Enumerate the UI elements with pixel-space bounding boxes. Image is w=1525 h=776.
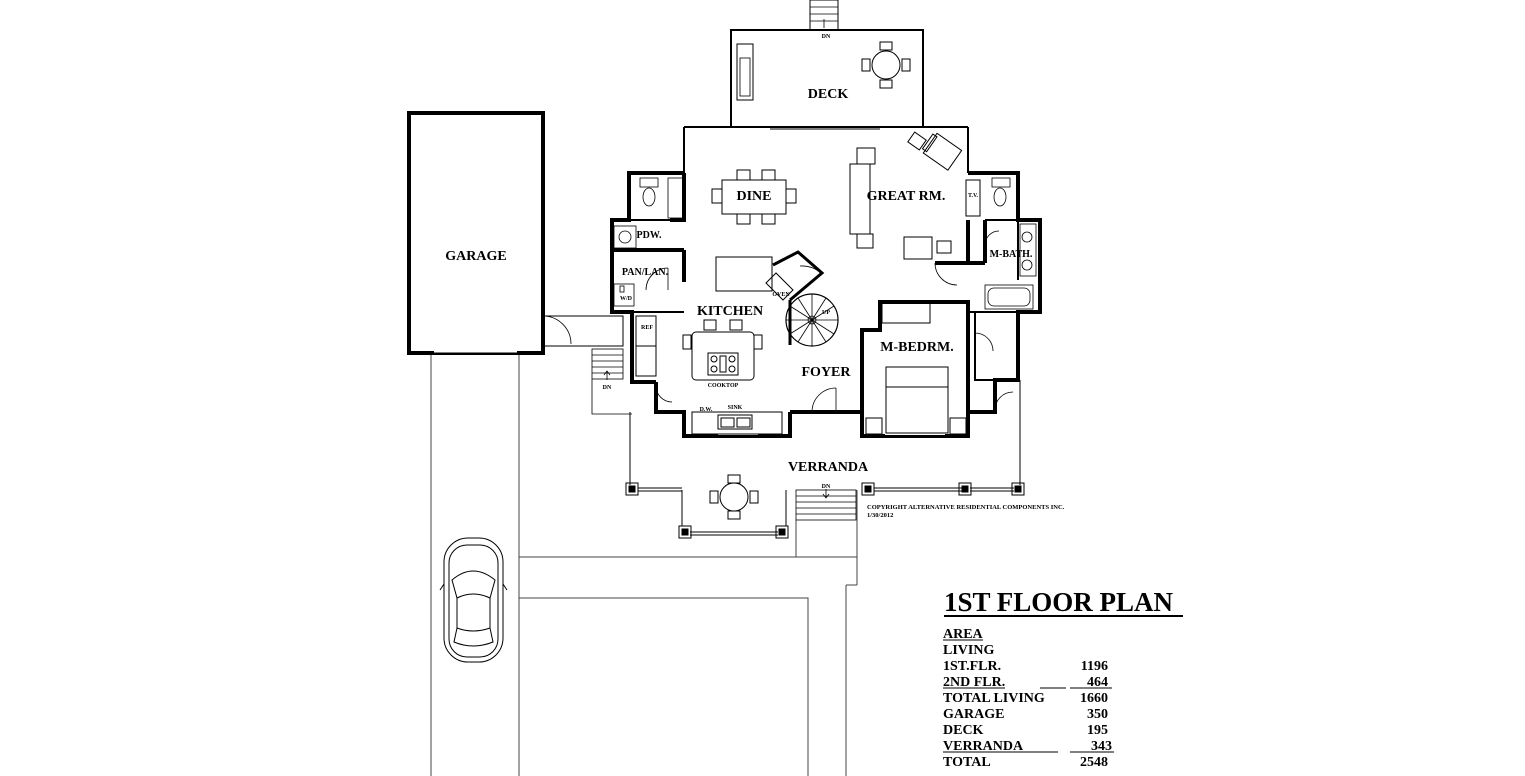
area-row-label: TOTAL LIVING — [943, 691, 1045, 706]
area-row-value: 2548 — [1080, 755, 1108, 770]
stair-up-label: UP — [822, 310, 830, 316]
house-walls — [610, 126, 1042, 438]
great-room-label: GREAT RM. — [867, 189, 946, 204]
verranda-table-icon — [709, 474, 759, 520]
area-row-label: 2ND FLR. — [943, 675, 1005, 690]
area-row-value: 464 — [1087, 675, 1108, 690]
dine-label: DINE — [736, 189, 771, 204]
front-stair-down-label: DN — [822, 484, 831, 490]
area-table-rows: 1ST.FLR. 1196 2ND FLR. 464 TOTAL LIVING … — [943, 659, 1114, 770]
deck-label: DECK — [808, 87, 849, 102]
front-stairs — [795, 489, 857, 521]
washer-dryer-label: W/D — [620, 296, 633, 302]
copyright-date: 1/30/2012 — [867, 512, 893, 519]
great-room-furniture — [849, 131, 981, 260]
area-row-value: 1660 — [1080, 691, 1108, 706]
verranda-structure — [625, 380, 1025, 539]
deck-stair-down-label: DN — [822, 34, 831, 40]
driveway — [430, 353, 858, 776]
area-row-label: TOTAL — [943, 755, 991, 770]
area-row-label: VERRANDA — [943, 739, 1024, 754]
area-subheading: LIVING — [943, 643, 994, 658]
dining-table-icon — [711, 169, 797, 225]
area-row-label: DECK — [943, 723, 984, 738]
area-row-value: 343 — [1091, 739, 1112, 754]
garage-label: GARAGE — [445, 249, 506, 264]
verranda-posts — [625, 482, 1025, 539]
sink-label: SINK — [728, 405, 743, 411]
oven-label: OVEN — [772, 292, 790, 298]
doors — [645, 230, 1014, 413]
garage-structure — [407, 111, 624, 355]
kitchen-fixtures — [635, 256, 794, 435]
area-heading: AREA — [943, 627, 984, 642]
cooktop-label: COOKTOP — [708, 383, 739, 389]
area-row-label: GARAGE — [943, 707, 1004, 722]
master-bath-label: M-BATH. — [990, 249, 1033, 260]
spiral-stair-icon — [785, 265, 839, 347]
area-row-value: 195 — [1087, 723, 1108, 738]
side-stairs — [591, 348, 632, 415]
area-row-value: 1196 — [1081, 659, 1108, 674]
verranda-label: VERRANDA — [788, 460, 869, 475]
car-icon — [439, 537, 508, 663]
master-bath-fixtures — [984, 177, 1037, 310]
copyright-line: COPYRIGHT ALTERNATIVE RESIDENTIAL COMPON… — [867, 504, 1065, 511]
deck-table-icon — [861, 41, 911, 89]
oven-icon — [765, 272, 794, 301]
side-stair-down-label: DN — [603, 385, 612, 391]
area-row-label: 1ST.FLR. — [943, 659, 1001, 674]
refrigerator-label: REF — [641, 325, 653, 331]
kitchen-label: KITCHEN — [697, 304, 763, 319]
bedroom-furniture — [865, 302, 967, 435]
powder-label: PDW. — [637, 230, 662, 241]
pantry-laundry-label: PAN/LAN. — [622, 267, 669, 278]
area-row-value: 350 — [1087, 707, 1108, 722]
tv-label: T.V. — [968, 193, 979, 199]
master-bedroom-label: M-BEDRM. — [880, 340, 954, 355]
sink-icon — [717, 414, 753, 430]
powder-fixtures — [613, 177, 685, 307]
deck-structure — [684, 0, 968, 128]
plan-title: 1ST FLOOR PLAN — [944, 587, 1174, 617]
dishwasher-label: D.W. — [700, 407, 713, 413]
cooktop-icon — [707, 352, 739, 376]
foyer-label: FOYER — [802, 365, 852, 380]
